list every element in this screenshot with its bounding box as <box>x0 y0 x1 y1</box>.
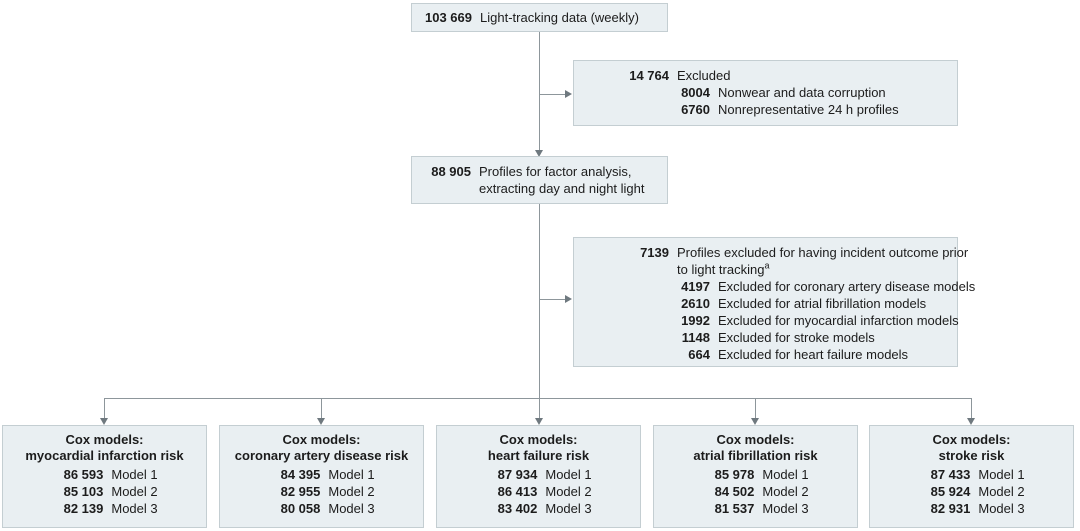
arrowhead-into-cox-box-5 <box>967 418 975 425</box>
label-excl-cad: Excluded for coronary artery disease mod… <box>718 279 976 294</box>
arrowhead-into-cox-box-4 <box>751 418 759 425</box>
box-cox-stroke: Cox models: stroke risk 87 433 Model 1 85… <box>869 425 1074 528</box>
count-excluded: 14 764 <box>629 68 669 83</box>
count-nonwear: 8004 <box>681 85 710 100</box>
connector-drop-5 <box>971 398 972 418</box>
cox1-model3-count: 82 139 <box>63 501 104 516</box>
count-excl-afib: 2610 <box>681 296 710 311</box>
cox-title-line1: Cox models: <box>499 432 578 447</box>
count-excl-cad: 4197 <box>681 279 710 294</box>
cox5-model2-count: 85 924 <box>930 484 971 499</box>
connector-branch-outcome <box>539 299 566 300</box>
cox3-model2-label: Model 2 <box>545 484 592 499</box>
cox4-model2-label: Model 2 <box>762 484 809 499</box>
cox2-model2-label: Model 2 <box>328 484 375 499</box>
label-nonwear: Nonwear and data corruption <box>718 85 886 100</box>
cox2-model3-count: 80 058 <box>280 501 321 516</box>
label-excluded: Excluded <box>677 68 731 83</box>
count-light-tracking: 103 669 <box>425 10 472 25</box>
cox1-model2-label: Model 2 <box>111 484 158 499</box>
cox-title-line2: atrial fibrillation risk <box>693 448 818 463</box>
footnote-marker-a: a <box>764 260 770 271</box>
cox2-model1-count: 84 395 <box>280 467 321 482</box>
cox-title-line1: Cox models: <box>65 432 144 447</box>
cox4-model1-count: 85 978 <box>714 467 755 482</box>
label-excl-mi: Excluded for myocardial infarction model… <box>718 313 959 328</box>
cox2-model3-label: Model 3 <box>328 501 375 516</box>
cox4-model2-count: 84 502 <box>714 484 755 499</box>
box-light-tracking-data: 103 669 Light-tracking data (weekly) <box>411 3 668 32</box>
cox3-model3-count: 83 402 <box>497 501 538 516</box>
cox5-model2-label: Model 2 <box>978 484 1025 499</box>
count-nonrepresentative: 6760 <box>681 102 710 117</box>
cox-title-line1: Cox models: <box>716 432 795 447</box>
cox-title-line1: Cox models: <box>282 432 361 447</box>
cox3-model3-label: Model 3 <box>545 501 592 516</box>
box-cox-myocardial-infarction: Cox models: myocardial infarction risk 8… <box>2 425 207 528</box>
cox1-model1-count: 86 593 <box>63 467 104 482</box>
box-excluded: 14 764 Excluded 8004 Nonwear and data co… <box>573 60 958 126</box>
label-light-tracking: Light-tracking data (weekly) <box>480 10 639 25</box>
cox3-model2-count: 86 413 <box>497 484 538 499</box>
connector-distributor <box>104 398 972 399</box>
cox4-model3-count: 81 537 <box>714 501 755 516</box>
cox1-model1-label: Model 1 <box>111 467 158 482</box>
cox-title-line1: Cox models: <box>932 432 1011 447</box>
arrowhead-into-cox-box-3 <box>535 418 543 425</box>
count-factor-analysis: 88 905 <box>431 164 471 179</box>
connector-drop-1 <box>104 398 105 418</box>
arrowhead-into-cox-box-1 <box>100 418 108 425</box>
label-factor-analysis-line1: Profiles for factor analysis, <box>479 164 632 179</box>
box-factor-analysis: 88 905 Profiles for factor analysis, ext… <box>411 156 668 204</box>
connector-factor-to-distributor <box>539 204 540 398</box>
cox2-model2-count: 82 955 <box>280 484 321 499</box>
arrowhead-into-cox-box-2 <box>317 418 325 425</box>
connector-top-to-factor <box>539 32 540 150</box>
cox-title-line2: coronary artery disease risk <box>234 448 409 463</box>
cox4-model3-label: Model 3 <box>762 501 809 516</box>
label-excl-hf: Excluded for heart failure models <box>718 347 909 362</box>
box-outcome-exclusions: 7139 Profiles excluded for having incide… <box>573 237 975 367</box>
label-outcome-excluded-line2: to light trackinga <box>677 260 770 277</box>
cox2-model1-label: Model 1 <box>328 467 375 482</box>
cox-title-line2: stroke risk <box>938 448 1005 463</box>
count-excl-hf: 664 <box>688 347 710 362</box>
count-excl-mi: 1992 <box>681 313 710 328</box>
box-cox-coronary-artery-disease: Cox models: coronary artery disease risk… <box>219 425 424 528</box>
box-cox-atrial-fibrillation: Cox models: atrial fibrillation risk 85 … <box>653 425 858 528</box>
connector-drop-3 <box>539 398 540 418</box>
count-excl-stroke: 1148 <box>681 330 710 345</box>
label-excl-afib: Excluded for atrial fibrillation models <box>718 296 927 311</box>
cox5-model1-count: 87 433 <box>930 467 971 482</box>
cox1-model2-count: 85 103 <box>63 484 104 499</box>
cox4-model1-label: Model 1 <box>762 467 809 482</box>
cox3-model1-label: Model 1 <box>545 467 592 482</box>
arrowhead-into-outcome-box <box>565 295 572 303</box>
connector-drop-2 <box>321 398 322 418</box>
cox-title-line2: myocardial infarction risk <box>25 448 184 463</box>
label-excl-stroke: Excluded for stroke models <box>718 330 875 345</box>
connector-drop-4 <box>755 398 756 418</box>
label-outcome-excluded-line1: Profiles excluded for having incident ou… <box>677 245 969 260</box>
cox5-model3-count: 82 931 <box>930 501 971 516</box>
label-nonrepresentative: Nonrepresentative 24 h profiles <box>718 102 899 117</box>
count-outcome-excluded: 7139 <box>640 245 669 260</box>
connector-branch-excluded <box>539 94 566 95</box>
arrowhead-into-excluded-box <box>565 90 572 98</box>
cox5-model1-label: Model 1 <box>978 467 1025 482</box>
arrowhead-into-factor-box <box>535 150 543 157</box>
cox-title-line2: heart failure risk <box>487 448 590 463</box>
label-factor-analysis-line2: extracting day and night light <box>479 181 645 196</box>
cox5-model3-label: Model 3 <box>978 501 1025 516</box>
cox1-model3-label: Model 3 <box>111 501 158 516</box>
cox3-model1-count: 87 934 <box>497 467 538 482</box>
